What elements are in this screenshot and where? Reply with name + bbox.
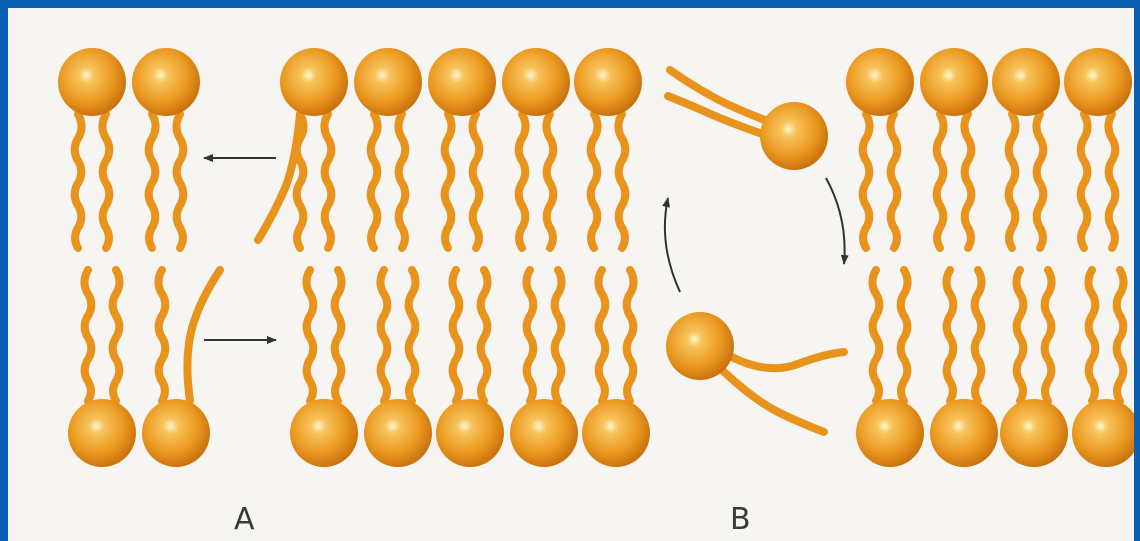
phospholipid-head-icon — [142, 399, 210, 467]
phospholipid-head-icon — [502, 48, 570, 116]
lipid-tail — [863, 114, 870, 248]
phospholipid-head-icon — [428, 48, 496, 116]
phospholipid-head-icon — [354, 48, 422, 116]
lipid-tail — [591, 114, 598, 248]
lipid-tail — [726, 352, 844, 368]
lipid-tails — [75, 70, 1124, 432]
phospholipid-head-icon — [846, 48, 914, 116]
lipid-tail — [1108, 114, 1115, 248]
lipid-tail — [890, 114, 897, 248]
label-a: A — [234, 502, 255, 537]
lipid-tail — [546, 114, 553, 248]
lipid-tail — [113, 270, 120, 401]
lipid-tail — [555, 270, 562, 401]
lipid-tail — [75, 114, 82, 248]
lipid-tail — [1081, 114, 1088, 248]
phospholipid-head-icon — [364, 399, 432, 467]
phospholipid-head-icon — [1072, 399, 1134, 467]
lipid-tail — [1036, 114, 1043, 248]
lipid-tail — [176, 114, 183, 248]
lipid-tail — [937, 114, 944, 248]
phospholipid-head-icon — [58, 48, 126, 116]
lipid-tail — [380, 270, 387, 401]
lipid-tail — [946, 270, 953, 401]
lipid-tail — [722, 370, 824, 432]
lipid-tail — [1088, 270, 1095, 401]
lipid-tail — [445, 114, 452, 248]
lipid-tail — [872, 270, 879, 401]
lipid-tail — [964, 114, 971, 248]
lipid-tail — [519, 114, 526, 248]
phospholipid-head-icon — [1064, 48, 1132, 116]
lipid-tail — [1045, 270, 1052, 401]
lipid-tail — [975, 270, 982, 401]
lipid-tail — [627, 270, 634, 401]
lipid-tail — [324, 114, 331, 248]
lipid-tail — [598, 270, 605, 401]
phospholipid-head-icon — [930, 399, 998, 467]
lipid-tail — [258, 114, 300, 240]
lipid-bilayer-diagram — [8, 8, 1134, 541]
lipid-tail — [158, 270, 165, 401]
phospholipid-head-icon — [436, 399, 504, 467]
lipid-tail — [1117, 270, 1124, 401]
lipid-tail — [149, 114, 156, 248]
lipid-tail — [398, 114, 405, 248]
lipid-tail — [409, 270, 416, 401]
lipid-tail — [102, 114, 109, 248]
phospholipid-head-icon — [666, 312, 734, 380]
lipid-tail — [526, 270, 533, 401]
lipid-tail — [1016, 270, 1023, 401]
curved-arrow-icon — [826, 178, 845, 264]
phospholipid-head-icon — [68, 399, 136, 467]
lipid-tail — [306, 270, 313, 401]
phospholipid-head-icon — [132, 48, 200, 116]
figure-panel: A B — [8, 8, 1134, 541]
phospholipid-head-icon — [992, 48, 1060, 116]
phospholipid-head-icon — [582, 399, 650, 467]
phospholipid-head-icon — [280, 48, 348, 116]
phospholipid-head-icon — [1000, 399, 1068, 467]
lipid-tail — [1009, 114, 1016, 248]
lipid-tail — [84, 270, 91, 401]
phospholipid-head-icon — [574, 48, 642, 116]
lipid-tail — [187, 270, 220, 401]
lipid-tail — [335, 270, 342, 401]
phospholipid-head-icon — [510, 399, 578, 467]
lipid-tail — [472, 114, 479, 248]
phospholipid-head-icon — [290, 399, 358, 467]
lipid-heads — [58, 48, 1134, 467]
phospholipid-head-icon — [920, 48, 988, 116]
lipid-tail — [371, 114, 378, 248]
lipid-tail — [452, 270, 459, 401]
label-b: B — [730, 502, 751, 537]
lipid-tail — [901, 270, 908, 401]
phospholipid-head-icon — [760, 102, 828, 170]
lipid-tail — [618, 114, 625, 248]
lipid-tail — [481, 270, 488, 401]
phospholipid-head-icon — [856, 399, 924, 467]
curved-arrow-icon — [665, 198, 680, 292]
